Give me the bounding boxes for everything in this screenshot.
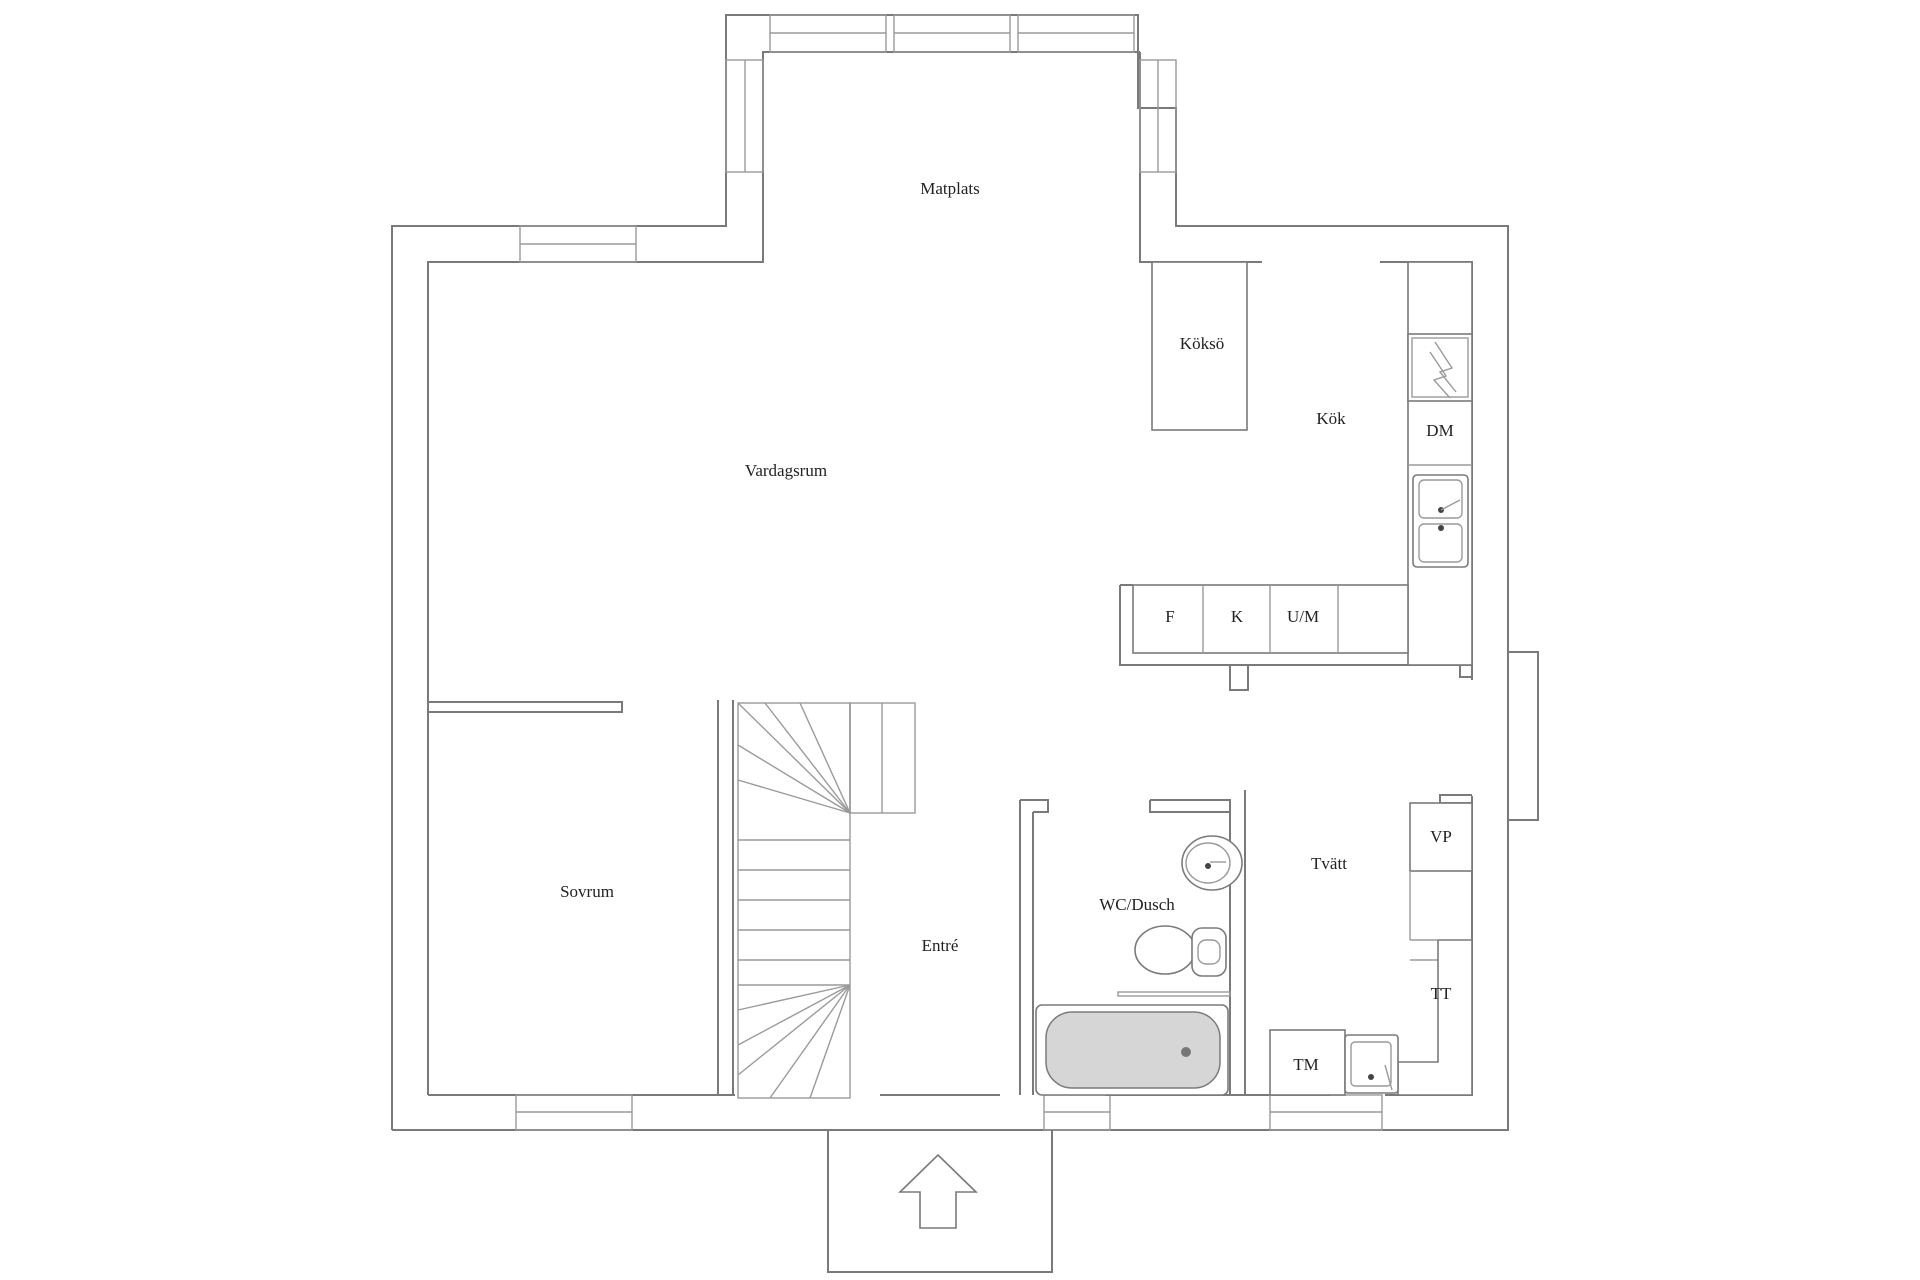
label-sovrum: Sovrum <box>560 882 614 901</box>
appliance-labels: DM F K U/M VP TT TM <box>1165 421 1453 1074</box>
label-vardagsrum: Vardagsrum <box>745 461 827 480</box>
bathroom-fixtures <box>1035 835 1243 1096</box>
label-f: F <box>1165 607 1174 626</box>
kitchen-counter <box>1407 261 1473 666</box>
label-matplats: Matplats <box>920 179 980 198</box>
laundry-sink-icon <box>1344 1034 1399 1094</box>
label-entre: Entré <box>922 936 959 955</box>
label-wc-dusch: WC/Dusch <box>1099 895 1175 914</box>
label-tm: TM <box>1293 1055 1319 1074</box>
interior-walls <box>428 584 1472 1095</box>
label-tvatt: Tvätt <box>1311 854 1347 873</box>
windows <box>515 14 1539 1131</box>
label-kok: Kök <box>1316 409 1346 428</box>
bathtub-icon <box>1035 1004 1229 1096</box>
room-labels: Matplats Köksö Kök Vardagsrum Sovrum Ent… <box>560 179 1347 955</box>
toilet-icon <box>1134 925 1227 977</box>
label-um: U/M <box>1287 607 1319 626</box>
washbasin-icon <box>1181 835 1243 891</box>
label-k: K <box>1231 607 1244 626</box>
entrance <box>827 1130 1053 1273</box>
entrance-arrow-icon <box>898 1153 978 1229</box>
label-dm: DM <box>1426 421 1453 440</box>
staircase <box>737 702 916 1099</box>
kitchen-island <box>1151 261 1248 431</box>
label-vp: VP <box>1430 827 1452 846</box>
laundry-fixtures <box>1269 802 1473 1096</box>
label-tt: TT <box>1431 984 1452 1003</box>
kitchen-bottom-counter <box>1132 584 1409 654</box>
label-koksoe: Köksö <box>1180 334 1224 353</box>
